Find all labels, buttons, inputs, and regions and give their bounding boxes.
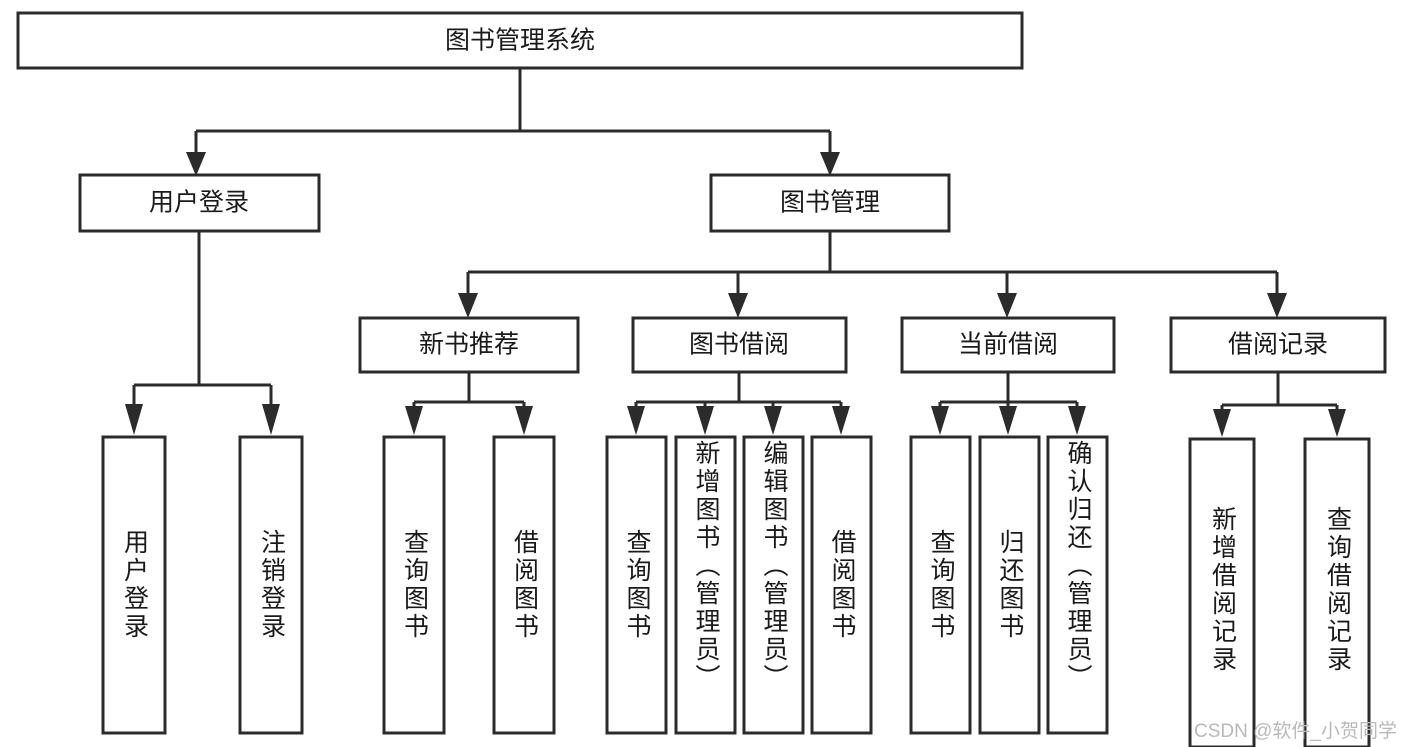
- arrowhead-book-manage: [820, 152, 840, 176]
- arrowhead-borrow-query: [627, 406, 645, 435]
- arrowhead-leaf-logout: [262, 404, 280, 435]
- leaf-box: [742, 435, 805, 735]
- leaf-current-borrow-return[interactable]: 归还图书: [978, 435, 1041, 735]
- leaf-label: 新增借阅记录: [1208, 506, 1237, 674]
- current-borrow-box: [900, 316, 1116, 374]
- book-borrow-box: [631, 316, 848, 374]
- leaf-box: [382, 435, 446, 735]
- arrowhead-newbook-borrow: [515, 406, 533, 435]
- root-box: [16, 11, 1024, 70]
- leaf-box: [238, 435, 304, 735]
- leaf-box: [492, 435, 556, 735]
- leaf-book-borrow-edit[interactable]: 编辑图书（管理员）: [742, 435, 805, 735]
- node-user-login[interactable]: 用户登录: [78, 173, 321, 233]
- leaf-label: 查询图书: [400, 529, 429, 641]
- arrowhead-user-login: [186, 152, 206, 176]
- node-root-book-management-system[interactable]: 图书管理系统: [16, 11, 1024, 70]
- leaf-book-borrow-lend[interactable]: 借阅图书: [810, 435, 873, 735]
- borrow-record-label: 借阅记录: [1228, 331, 1328, 359]
- new-book-recommend-label: 新书推荐: [419, 331, 519, 359]
- leaf-label: 确认归还（管理员）: [1064, 440, 1092, 692]
- leaf-box: [978, 435, 1041, 735]
- leaf-box: [909, 435, 972, 735]
- arrowhead-borrow-lend: [832, 406, 850, 435]
- user-login-box: [78, 173, 321, 233]
- new-book-recommend-box: [358, 316, 580, 374]
- arrowhead-newbook-query: [405, 406, 423, 435]
- arrowhead-leaf-user-login: [125, 404, 143, 435]
- leaf-label: 归还图书: [996, 529, 1024, 641]
- leaf-box: [1188, 437, 1256, 747]
- arrowhead-current-query: [931, 406, 949, 435]
- leaf-label: 编辑图书（管理员）: [760, 440, 788, 692]
- leaf-label: 查询借阅记录: [1323, 506, 1352, 674]
- leaf-box: [101, 435, 167, 735]
- leaf-book-borrow-query[interactable]: 查询图书: [605, 435, 668, 735]
- borrow-record-box: [1169, 316, 1387, 374]
- leaf-current-borrow-query[interactable]: 查询图书: [909, 435, 972, 735]
- arrowhead-borrow-add: [696, 406, 714, 435]
- book-management-box: [709, 173, 951, 233]
- root-label: 图书管理系统: [445, 27, 595, 55]
- connectors-layer: [125, 68, 1346, 437]
- leaf-new-book-borrow[interactable]: 借阅图书: [492, 435, 556, 735]
- leaf-box: [1303, 437, 1371, 747]
- leaf-box: [605, 435, 668, 735]
- leaf-book-borrow-add[interactable]: 新增图书（管理员）: [674, 435, 737, 735]
- arrowhead-borrow-record: [1267, 293, 1287, 318]
- arrowhead-book-borrow: [728, 293, 748, 318]
- leaf-box: [674, 435, 737, 735]
- arrowhead-record-add: [1213, 409, 1231, 437]
- leaf-box: [1046, 435, 1109, 735]
- leaf-label: 新增图书（管理员）: [692, 440, 720, 692]
- arrowhead-current-confirm: [1068, 406, 1086, 435]
- leaf-borrow-record-query[interactable]: 查询借阅记录: [1303, 437, 1371, 747]
- arrowhead-current-return: [999, 406, 1017, 435]
- book-management-label: 图书管理: [780, 189, 880, 217]
- current-borrow-label: 当前借阅: [958, 331, 1058, 359]
- node-new-book-recommend[interactable]: 新书推荐: [358, 316, 580, 374]
- leaf-user-login-logout[interactable]: 注销登录: [238, 435, 304, 735]
- leaf-label: 用户登录: [120, 529, 149, 641]
- user-login-label: 用户登录: [149, 189, 249, 217]
- node-borrow-record[interactable]: 借阅记录: [1169, 316, 1387, 374]
- leaf-label: 注销登录: [257, 529, 286, 641]
- node-book-borrow[interactable]: 图书借阅: [631, 316, 848, 374]
- leaf-borrow-record-add[interactable]: 新增借阅记录: [1188, 437, 1256, 747]
- arrowhead-current-borrow: [997, 293, 1017, 318]
- leaf-box: [810, 435, 873, 735]
- arrowhead-new-book: [458, 293, 478, 318]
- leaf-user-login-login[interactable]: 用户登录: [101, 435, 167, 735]
- book-borrow-label: 图书借阅: [689, 331, 789, 359]
- arrowhead-borrow-edit: [764, 406, 782, 435]
- leaf-new-book-query[interactable]: 查询图书: [382, 435, 446, 735]
- leaf-label: 查询图书: [623, 529, 651, 641]
- node-current-borrow[interactable]: 当前借阅: [900, 316, 1116, 374]
- leaf-label: 借阅图书: [828, 529, 856, 641]
- leaf-current-borrow-confirm[interactable]: 确认归还（管理员）: [1046, 435, 1109, 735]
- leaf-label: 借阅图书: [510, 529, 539, 641]
- leaf-label: 查询图书: [927, 529, 955, 641]
- node-book-management[interactable]: 图书管理: [709, 173, 951, 233]
- arrowhead-record-query: [1328, 409, 1346, 437]
